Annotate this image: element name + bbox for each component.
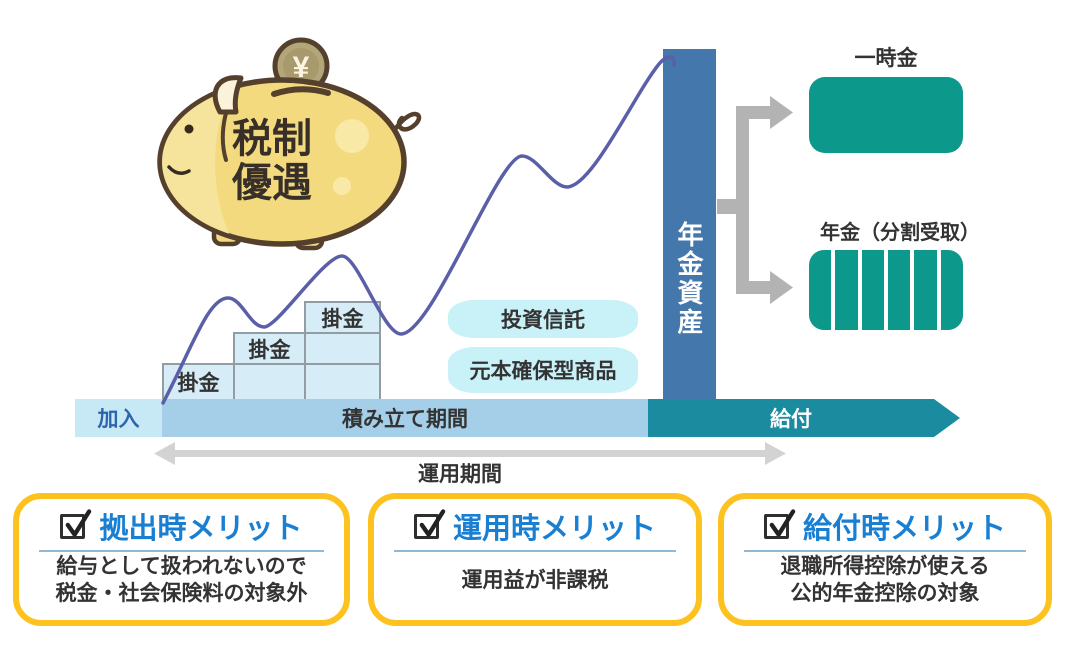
contribution-block-empty xyxy=(304,363,381,401)
merit-text-line: 退職所得控除が使える xyxy=(780,555,990,579)
merit-text-line: 公的年金控除の対象 xyxy=(790,582,980,605)
contribution-block: 掛金 xyxy=(162,363,235,401)
pig-body xyxy=(157,77,407,247)
product-principal-guaranteed: 元本確保型商品 xyxy=(448,347,638,393)
pension-asset-bar: 年金資産 xyxy=(663,49,716,399)
contribution-block: 掛金 xyxy=(233,332,306,365)
contribution-block-empty xyxy=(304,332,381,365)
merit-text-line: 税金・社会保険料の対象外 xyxy=(55,582,308,605)
coin-icon: ¥ xyxy=(272,37,330,95)
contribution-block: 掛金 xyxy=(304,301,381,334)
coin-yen-symbol: ¥ xyxy=(293,51,310,84)
merit-card-contribution: 拠出時メリット 給与として扱われないので 税金・社会保険料の対象外 xyxy=(13,493,350,626)
timeline-accumulation-band: 積み立て期間 xyxy=(162,399,648,437)
lump-sum-box xyxy=(809,77,963,153)
lump-sum-label: 一時金 xyxy=(854,47,918,70)
checkbox-icon xyxy=(60,508,92,539)
tax-benefit-label-line2: 優遇 xyxy=(231,161,312,205)
divider xyxy=(39,550,324,552)
annuity-label: 年金（分割受取） xyxy=(820,222,980,244)
pig-tail xyxy=(393,111,422,132)
merit-title: 運用時メリット xyxy=(452,513,656,545)
contribution-block-empty xyxy=(233,363,306,401)
product-investment-trust: 投資信託 xyxy=(448,300,638,338)
payout-bracket-arrows xyxy=(717,96,793,304)
merit-title: 拠出時メリット xyxy=(99,513,303,545)
check-mark-icon xyxy=(66,508,92,537)
annuity-segment xyxy=(861,250,884,330)
merit-text-line: 給与として扱われないので xyxy=(56,555,307,579)
merit-card-benefit: 給付時メリット 退職所得控除が使える 公的年金控除の対象 xyxy=(718,493,1052,626)
annuity-segmented-box xyxy=(809,250,963,330)
pig-ear xyxy=(212,75,244,115)
divider xyxy=(744,550,1026,552)
timeline-benefit-band: 給付 xyxy=(648,399,960,437)
merit-title: 給付時メリット xyxy=(802,513,1006,545)
checkbox-icon xyxy=(413,508,446,539)
annuity-segment xyxy=(835,250,858,330)
divider xyxy=(394,550,676,552)
merit-text-line: 運用益が非課税 xyxy=(461,568,609,592)
checkbox-icon xyxy=(763,508,796,539)
merit-card-operation: 運用時メリット 運用益が非課税 xyxy=(368,493,702,626)
pig-eye xyxy=(184,124,194,134)
annuity-segment xyxy=(940,250,963,330)
annuity-segment xyxy=(809,250,832,330)
check-mark-icon xyxy=(769,508,796,537)
annuity-segment xyxy=(887,250,911,330)
annuity-segment xyxy=(914,250,937,330)
check-mark-icon xyxy=(419,508,446,537)
timeline-join-band: 加入 xyxy=(75,399,162,437)
tax-benefit-label-line1: 税制 xyxy=(232,117,312,161)
pig-mouth xyxy=(167,165,191,175)
piggy-bank-illustration: ¥ 税制 優遇 xyxy=(157,37,422,251)
operation-period-label: 運用期間 xyxy=(418,463,502,486)
pension-asset-label: 年金資産 xyxy=(674,221,704,337)
